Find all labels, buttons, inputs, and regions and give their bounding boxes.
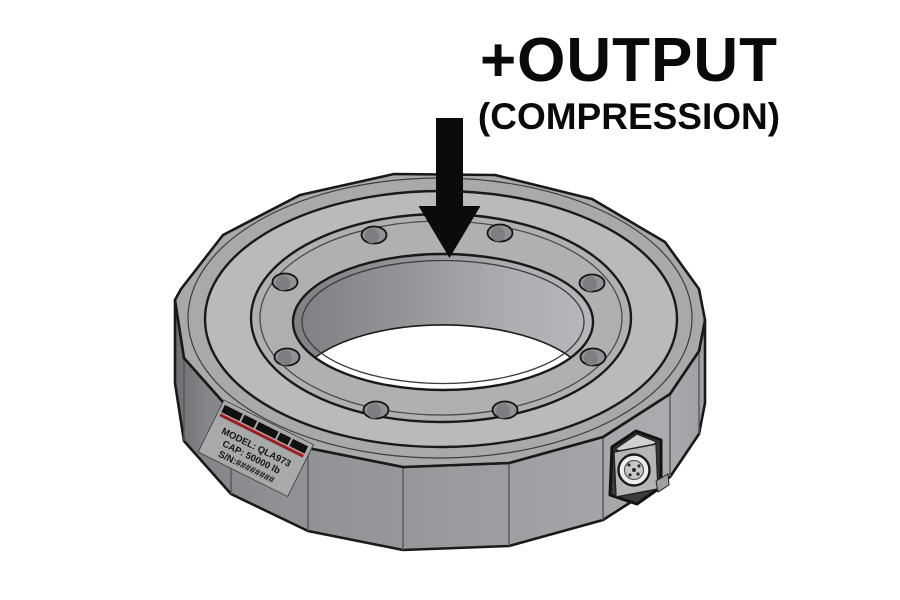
bolt-hole — [491, 400, 519, 420]
bolt-hole — [362, 400, 390, 420]
bore — [291, 252, 595, 392]
connector-foot — [655, 473, 670, 493]
label-logo-underline — [219, 413, 304, 458]
load-cell-body — [173, 172, 707, 552]
bore-rim — [291, 252, 595, 392]
bolt-hole — [578, 273, 606, 293]
connector-plug — [617, 453, 651, 487]
bolt-hole — [579, 347, 607, 367]
bolt-hole — [486, 223, 514, 243]
label-logo-mark — [221, 404, 309, 454]
bolt-hole — [271, 272, 299, 292]
bolt-hole — [360, 225, 388, 245]
connector — [608, 429, 670, 506]
annotation-caption: +OUTPUT (COMPRESSION) — [462, 28, 796, 138]
side-facet-edges — [183, 351, 700, 550]
compression-label: (COMPRESSION) — [477, 96, 781, 138]
bore-chamfer-line — [301, 259, 585, 385]
bolt-holes — [271, 223, 607, 420]
down-arrow-icon — [418, 118, 481, 258]
output-label: +OUTPUT — [479, 26, 779, 95]
bolt-hole — [273, 347, 301, 367]
